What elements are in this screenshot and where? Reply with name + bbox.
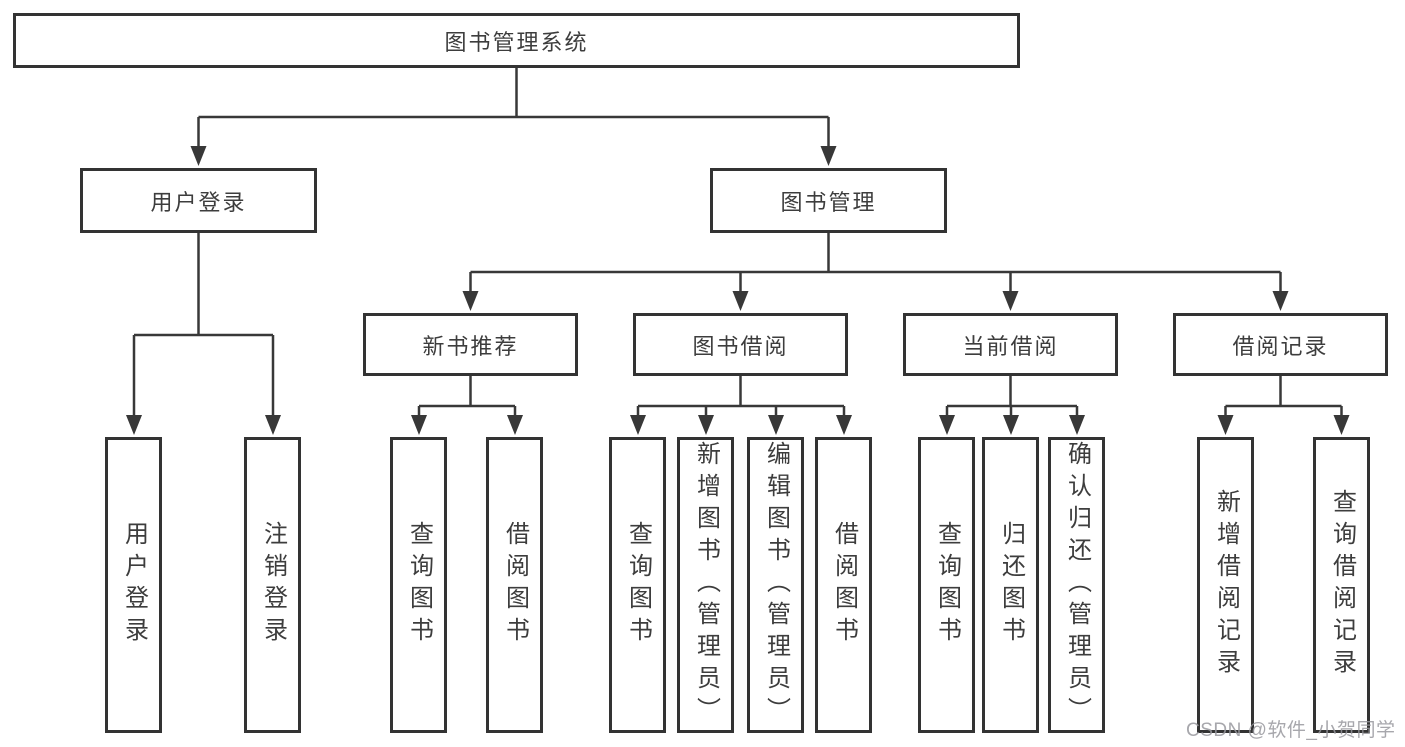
- node-root-label: 图书管理系统: [444, 29, 589, 55]
- leaf-borrow-books: 借阅图书: [815, 437, 872, 733]
- node-current-borrowing-label: 当前借阅: [962, 333, 1059, 359]
- leaf-add-book-admin: 新增图书（管理员）: [677, 437, 734, 733]
- leaf-label: 新增借阅记录: [1212, 489, 1240, 681]
- leaf-confirm-return-admin: 确认归还（管理员）: [1048, 437, 1105, 733]
- node-root: 图书管理系统: [13, 13, 1020, 68]
- node-book-management: 图书管理: [710, 168, 947, 233]
- leaf-return-book: 归还图书: [982, 437, 1039, 733]
- leaf-query-books-borrowing: 查询图书: [609, 437, 666, 733]
- leaf-label: 新增图书（管理员）: [692, 441, 720, 729]
- node-book-borrowing-label: 图书借阅: [692, 333, 789, 359]
- leaf-add-borrow-record: 新增借阅记录: [1197, 437, 1254, 733]
- leaf-user-login: 用户登录: [105, 437, 162, 733]
- leaf-label: 确认归还（管理员）: [1063, 441, 1091, 729]
- node-book-management-label: 图书管理: [780, 189, 877, 215]
- node-user-login: 用户登录: [80, 168, 317, 233]
- node-user-login-label: 用户登录: [150, 189, 247, 215]
- leaf-label: 查询图书: [624, 521, 652, 649]
- leaf-label: 编辑图书（管理员）: [762, 441, 790, 729]
- node-book-borrowing: 图书借阅: [633, 313, 848, 376]
- leaf-logout: 注销登录: [244, 437, 301, 733]
- node-current-borrowing: 当前借阅: [903, 313, 1118, 376]
- node-borrowing-records-label: 借阅记录: [1232, 333, 1329, 359]
- leaf-borrow-books-recommend: 借阅图书: [486, 437, 543, 733]
- leaf-label: 借阅图书: [830, 521, 858, 649]
- node-borrowing-records: 借阅记录: [1173, 313, 1388, 376]
- leaf-label: 用户登录: [120, 521, 148, 649]
- leaf-query-books-recommend: 查询图书: [390, 437, 447, 733]
- leaf-label: 查询图书: [933, 521, 961, 649]
- leaf-edit-book-admin: 编辑图书（管理员）: [747, 437, 804, 733]
- leaf-label: 查询借阅记录: [1328, 489, 1356, 681]
- leaf-label: 归还图书: [997, 521, 1025, 649]
- leaf-label: 借阅图书: [501, 521, 529, 649]
- leaf-label: 注销登录: [259, 521, 287, 649]
- leaf-label: 查询图书: [405, 521, 433, 649]
- node-new-book-recommend-label: 新书推荐: [422, 333, 519, 359]
- node-new-book-recommend: 新书推荐: [363, 313, 578, 376]
- arrowhead-icons: [126, 146, 1350, 435]
- leaf-query-borrow-record: 查询借阅记录: [1313, 437, 1370, 733]
- leaf-query-books-current: 查询图书: [918, 437, 975, 733]
- csdn-watermark: CSDN @软件_小贺同学: [1186, 720, 1396, 741]
